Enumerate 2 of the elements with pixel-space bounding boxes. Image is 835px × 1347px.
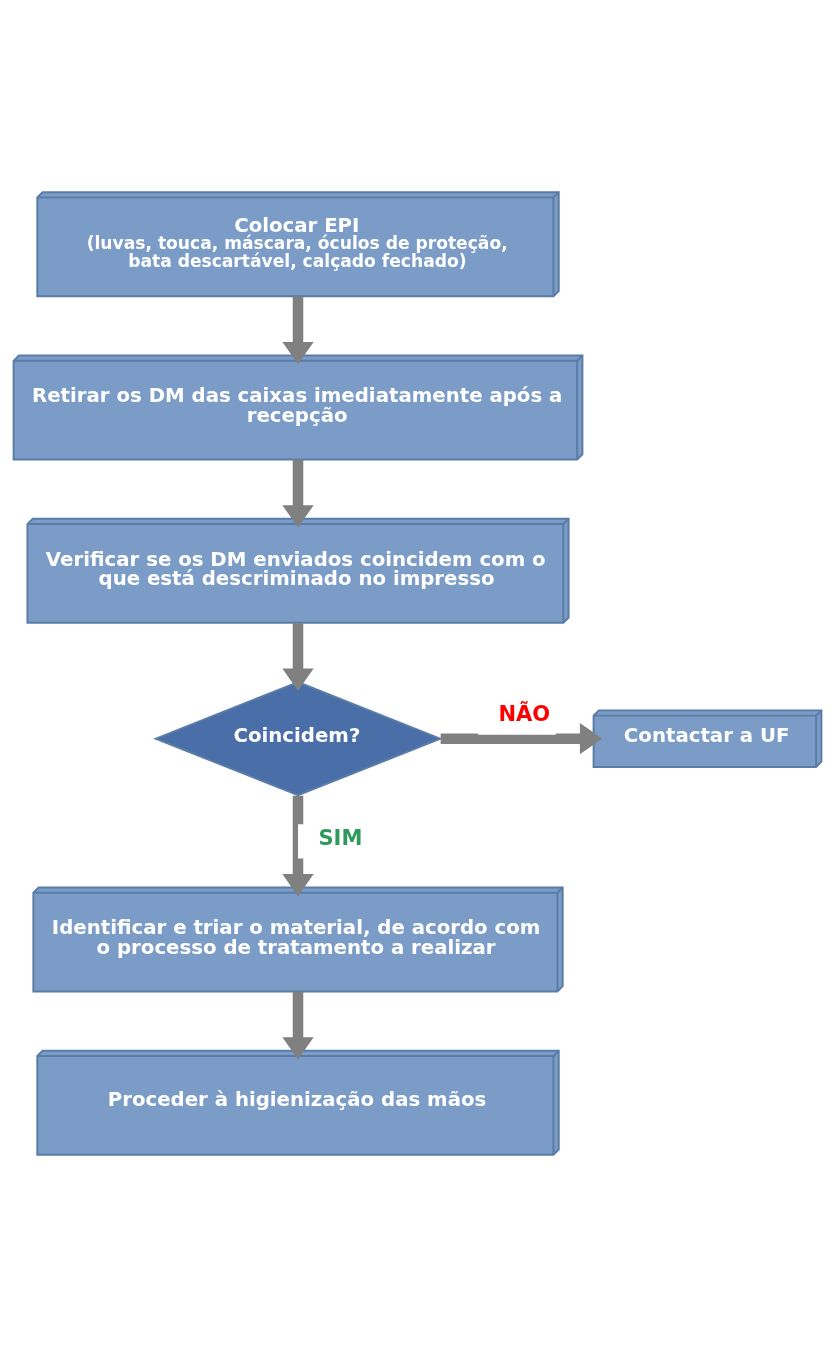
edge-label: SIM xyxy=(318,825,363,851)
edge-label: NÃO xyxy=(498,701,551,727)
